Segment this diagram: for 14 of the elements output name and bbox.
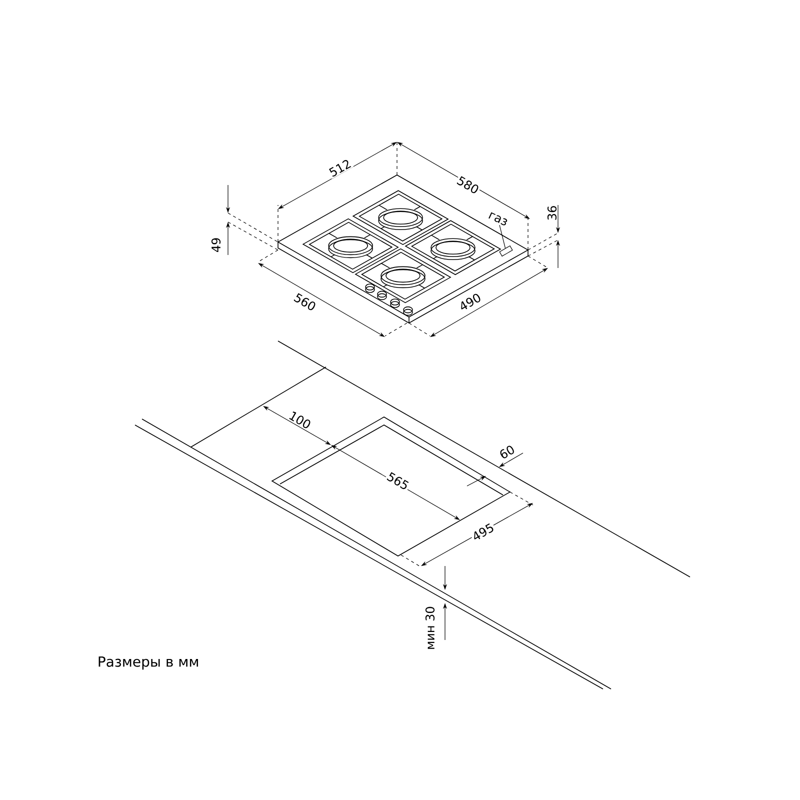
caption: Размеры в мм — [98, 656, 198, 670]
dimension-label: 49 — [210, 236, 222, 254]
dimension-label: 495 — [469, 520, 497, 544]
dimension-label: мин 30 — [424, 605, 436, 651]
dimension-label: 560 — [291, 290, 319, 314]
dimension-label: 100 — [286, 408, 314, 432]
dimension-label: 36 — [546, 204, 558, 222]
gas-label: газ — [488, 212, 508, 226]
dimension-label: 490 — [456, 290, 484, 314]
dimension-label: 565 — [384, 470, 412, 492]
leader-line — [499, 224, 506, 248]
dimension-label: 60 — [496, 442, 518, 462]
dimension-label: 580 — [454, 174, 482, 196]
dimension-label: 512 — [326, 157, 354, 179]
